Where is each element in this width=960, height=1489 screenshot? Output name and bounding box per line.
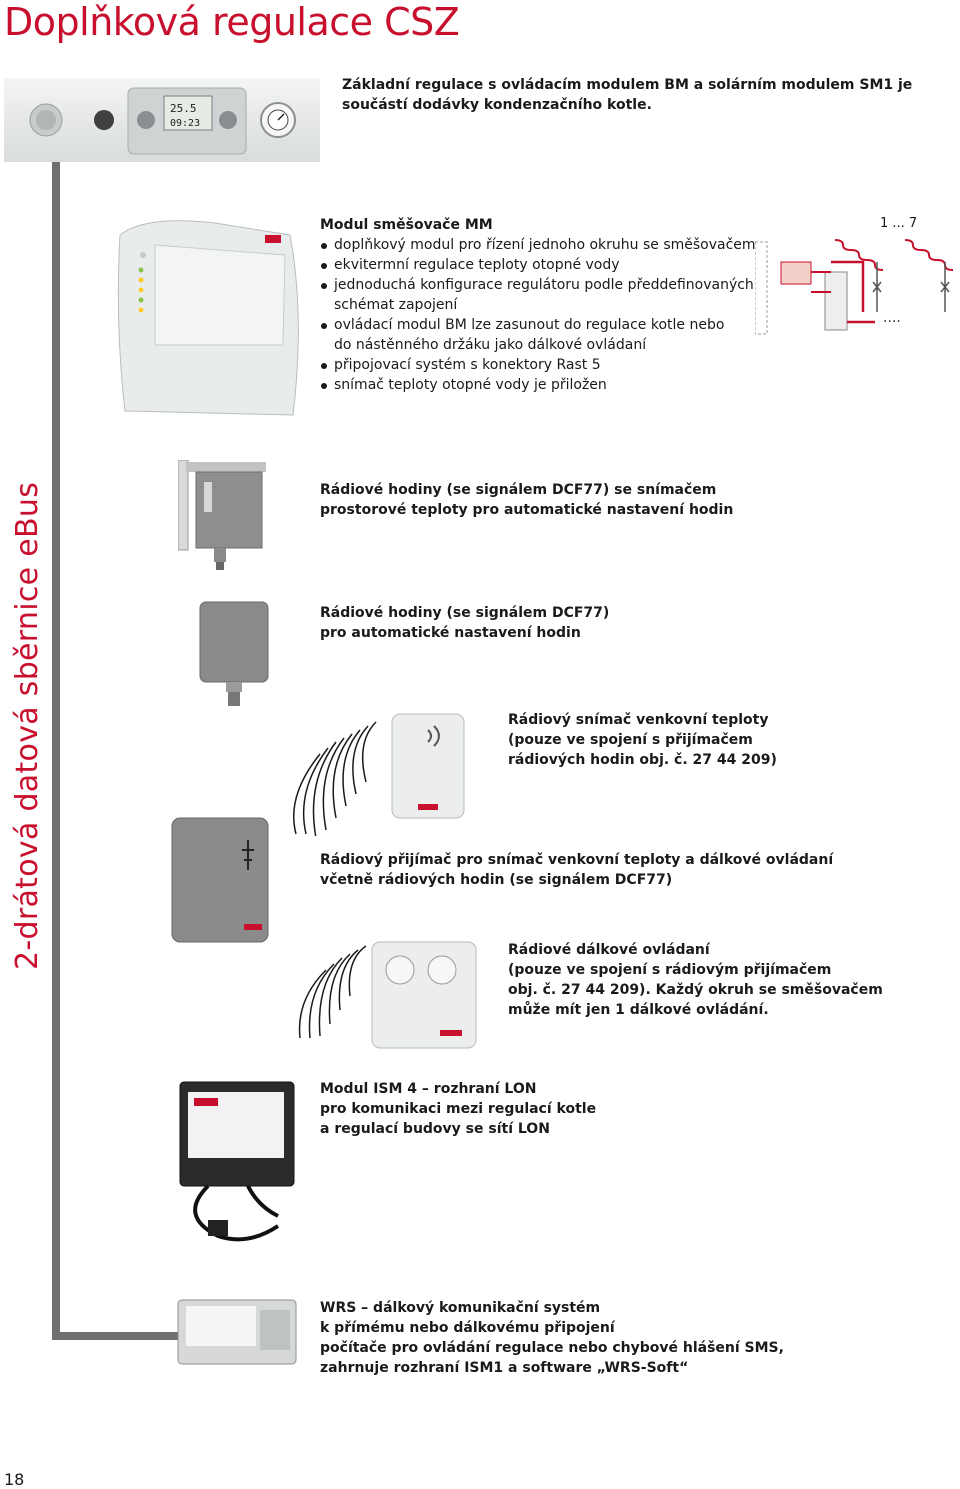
radio-clock-line-1: Rádiové hodiny (se signálem DCF77) [320, 605, 610, 621]
wrs-line-3: počítače pro ovládání regulace nebo chyb… [320, 1340, 784, 1356]
wrs-line-2: k přímému nebo dálkovému připojení [320, 1320, 615, 1336]
basic-line-2: součástí dodávky kondenzačního kotle. [342, 97, 652, 113]
mixer-feature-cont: schémat zapojení [334, 297, 458, 313]
radio-remote-line-3: obj. č. 27 44 209). Každý okruh se směšo… [508, 982, 883, 998]
radio-clock-line-2: pro automatické nastavení hodin [320, 625, 581, 641]
radio-clock-sensor-image [178, 460, 266, 570]
radio-clock-image [199, 601, 269, 706]
radio-clock-sensor-line-1: Rádiové hodiny (se signálem DCF77) se sn… [320, 482, 717, 498]
mixer-heading: Modul směšovače MM [320, 217, 493, 233]
mixer-feature: jednoduchá konfigurace regulátoru podle … [320, 275, 756, 295]
basic-line-1: Základní regulace s ovládacím modulem BM… [342, 77, 913, 93]
side-label: 2-drátová datová sběrnice eBus [10, 481, 45, 970]
mixer-feature: připojovací systém s konektory Rast 5 [320, 355, 756, 375]
page-number: 18 [4, 1470, 25, 1489]
radio-outdoor-sensor-image [391, 713, 465, 819]
boiler-control-panel-image: 25.5 09:23 [4, 78, 320, 162]
ism4-module-image [179, 1081, 295, 1242]
radio-remote-image [371, 941, 477, 1049]
mixer-feature: ekvitermní regulace teploty otopné vody [320, 255, 756, 275]
page-title: Doplňková regulace CSZ [4, 0, 460, 44]
display-temp: 25.5 [170, 102, 197, 115]
ism4-line-3: a regulací budovy se sítí LON [320, 1121, 550, 1137]
radio-outdoor-sensor-line-2: (pouze ve spojení s přijímačem [508, 732, 753, 748]
radio-outdoor-sensor-line-1: Rádiový snímač venkovní teploty [508, 712, 769, 728]
mixer-module-image [117, 220, 299, 416]
radio-receiver-line-2: včetně rádiových hodin (se signálem DCF7… [320, 872, 673, 888]
wrs-line-1: WRS – dálkový komunikační systém [320, 1300, 601, 1316]
ism4-line-2: pro komunikaci mezi regulací kotle [320, 1101, 597, 1117]
wrs-line-4: zahrnuje rozhraní ISM1 a software „WRS-S… [320, 1360, 689, 1376]
display-time: 09:23 [170, 118, 200, 129]
radio-receiver-line-1: Rádiový přijímač pro snímač venkovní tep… [320, 852, 834, 868]
radio-outdoor-sensor-line-3: rádiových hodin obj. č. 27 44 209) [508, 752, 777, 768]
circuit-count-label: 1 ... 7 [880, 216, 918, 231]
radio-receiver-image [171, 817, 269, 943]
svg-text:....: .... [883, 310, 901, 326]
heating-circuit-diagram: .... [755, 239, 954, 335]
wrs-module-image [177, 1299, 297, 1365]
mixer-feature: snímač teploty otopné vody je přiložen [320, 375, 756, 395]
bus-trunk-line [52, 162, 60, 1340]
radio-remote-line-2: (pouze ve spojení s rádiovým přijímačem [508, 962, 832, 978]
mixer-feature: doplňkový modul pro řízení jednoho okruh… [320, 235, 756, 255]
mixer-feature: ovládací modul BM lze zasunout do regula… [320, 315, 756, 335]
radio-waves-icon [298, 945, 367, 1039]
radio-clock-sensor-line-2: prostorové teploty pro automatické nasta… [320, 502, 734, 518]
mixer-feature-cont: do nástěnného držáku jako dálkové ovláda… [334, 337, 647, 353]
ism4-line-1: Modul ISM 4 – rozhraní LON [320, 1081, 537, 1097]
radio-waves-icon [293, 721, 377, 836]
bus-branch-line [52, 1332, 178, 1340]
radio-remote-line-4: může mít jen 1 dálkové ovládání. [508, 1002, 769, 1018]
radio-remote-line-1: Rádiové dálkové ovládaní [508, 942, 710, 958]
